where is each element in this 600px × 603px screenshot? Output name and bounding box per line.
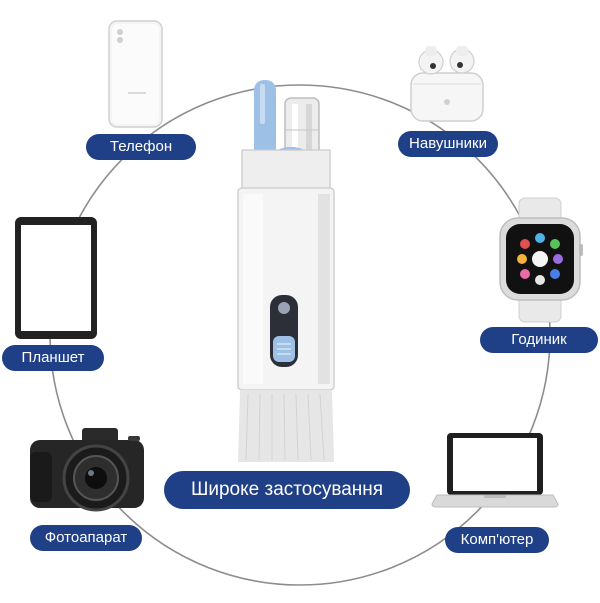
laptop-image <box>431 433 559 508</box>
earbuds-image <box>410 46 484 122</box>
label-tablet: Планшет <box>2 345 104 371</box>
phone-image <box>108 20 163 128</box>
label-computer: Комп'ютер <box>445 527 549 553</box>
watch-image <box>499 197 583 323</box>
camera-image <box>30 428 144 512</box>
label-camera: Фотоапарат <box>30 525 142 551</box>
label-phone: Телефон <box>86 134 196 160</box>
tablet-image <box>15 217 97 339</box>
label-watch: Годиник <box>480 327 598 353</box>
cleaning-kit-image <box>237 80 335 462</box>
label-earbuds: Навушники <box>398 131 498 157</box>
center-banner: Широке застосування <box>164 471 410 509</box>
